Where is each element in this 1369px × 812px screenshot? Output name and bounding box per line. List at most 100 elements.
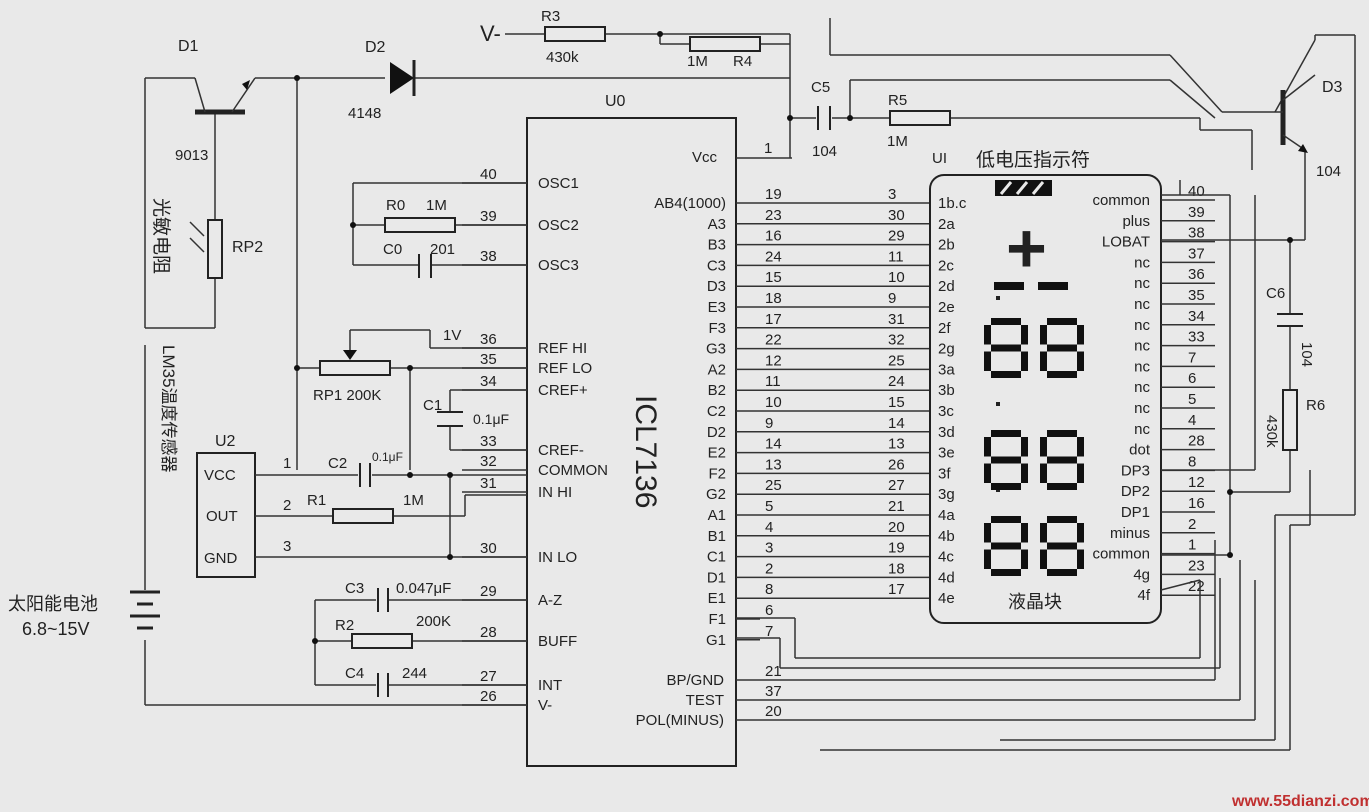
lcd-pin-num-37: 37 (1188, 245, 1205, 262)
battery-label: 太阳能电池 (8, 594, 98, 614)
ic-pin-ref-hi: REF HI (538, 340, 587, 357)
c1-ref: C1 (423, 397, 442, 414)
lcd-pin-3f: 3f (938, 465, 951, 482)
ic-pin-num-17: 17 (765, 311, 782, 328)
ic-vcc-label: Vcc (692, 149, 718, 166)
rp2-ref: RP2 (232, 239, 263, 256)
lcd-block-label: 液晶块 (1008, 592, 1062, 612)
ic-pin-num-3: 3 (765, 540, 773, 557)
lcd-pin-3d: 3d (938, 424, 955, 441)
lcd-body (929, 174, 1162, 624)
r5-resistor (889, 110, 951, 126)
lcd-pin-num-10: 10 (888, 269, 905, 286)
ic-pin-b2: B2 (708, 382, 726, 399)
c3-value: 0.047μF (396, 580, 451, 597)
lcd-ref: UI (932, 150, 947, 167)
c4-value: 244 (402, 665, 427, 682)
lcd-pin-3g: 3g (938, 486, 955, 503)
lcd-pin-num-1: 1 (1188, 537, 1196, 554)
ic-pin-num-16: 16 (765, 228, 782, 245)
r4-value: 1M (687, 53, 708, 70)
lcd-pin-3c: 3c (938, 403, 954, 420)
ic-pin-pol-minus-: POL(MINUS) (636, 712, 724, 729)
ic-pin-e3: E3 (708, 299, 726, 316)
u2-label: LM35温度传感器 (159, 345, 178, 473)
ic-pin-f1: F1 (708, 611, 726, 628)
u2-lm35: U2 VCC OUT GND 1 2 3 LM35温度传感器 (159, 345, 291, 578)
lcd-pin-2g: 2g (938, 341, 955, 358)
ic-pin-cref-: CREF+ (538, 382, 588, 399)
rp1-label: RP1 200K (313, 387, 381, 404)
lcd-pin-dot-28: dot (1129, 442, 1151, 459)
lcd-pin-num-15: 15 (888, 394, 905, 411)
lcd-pin-num-39: 39 (1188, 204, 1205, 221)
ic-pin-e2: E2 (708, 445, 726, 462)
u2-pin-gnd: GND (204, 550, 238, 567)
ic-pin-num-6: 6 (765, 602, 773, 619)
u2-pin-num-1: 1 (283, 455, 291, 472)
r0-value: 1M (426, 197, 447, 214)
ic-pin-osc1: OSC1 (538, 175, 579, 192)
ic-pin-num-8: 8 (765, 581, 773, 598)
c3-ref: C3 (345, 580, 364, 597)
lcd-pin-num-14: 14 (888, 415, 905, 432)
lcd-pin-num-7: 7 (1188, 349, 1196, 366)
d2-value: 4148 (348, 105, 381, 122)
lcd-pin-4d: 4d (938, 569, 955, 586)
ic-pin-d3: D3 (707, 278, 726, 295)
ic-pin-c3: C3 (707, 257, 726, 274)
lcd-pin-common-1: common (1092, 546, 1150, 563)
d2-diode-icon (390, 62, 414, 94)
c1-value: 0.1μF (473, 411, 509, 427)
lcd-plus-sign: + (1006, 209, 1047, 287)
ic-pin-a3: A3 (708, 216, 726, 233)
c6-ref: C6 (1266, 285, 1285, 302)
ic-pin-test: TEST (686, 692, 724, 709)
d2-ref: D2 (365, 39, 386, 56)
lcd-pin-num-31: 31 (888, 311, 905, 328)
lcd-pin-num-33: 33 (1188, 329, 1205, 346)
ic-pin-num-22: 22 (765, 332, 782, 349)
ic-pin-num-11: 11 (765, 373, 781, 390)
r1-ref: R1 (307, 492, 326, 509)
lcd-pin-num-21: 21 (888, 498, 905, 515)
ic-pin-num-40: 40 (480, 166, 497, 183)
c5-value: 104 (812, 143, 837, 160)
lcd-pin-2b: 2b (938, 237, 955, 254)
u2-pin-vcc: VCC (204, 467, 236, 484)
lcd-pin-num-19: 19 (888, 540, 905, 557)
rp2-photoresistor (207, 219, 223, 279)
lcd-pin-3b: 3b (938, 382, 955, 399)
ic-pin-num-10: 10 (765, 394, 782, 411)
lcd-pin-num-32: 32 (888, 332, 905, 349)
lcd-pin-num-5: 5 (1188, 391, 1196, 408)
r3-ref: R3 (541, 8, 560, 25)
ic-vcc-num: 1 (764, 140, 772, 157)
r3-value: 430k (546, 49, 579, 66)
ic-pin-num-7: 7 (765, 623, 773, 640)
lcd-pin-num-13: 13 (888, 436, 905, 453)
lcd-right-pins: common40plus39LOBAT38nc37nc36nc35nc34nc3… (1092, 183, 1215, 604)
lcd-pin-dp3-8: DP3 (1121, 462, 1150, 479)
r5-value: 1M (887, 133, 908, 150)
ic-pin-num-26: 26 (480, 688, 497, 705)
u2-ref: U2 (215, 433, 236, 450)
r0-ref: R0 (386, 197, 405, 214)
d3-ref: D3 (1322, 79, 1343, 96)
ic-name: ICL7136 (629, 395, 662, 508)
ic-pin-g1: G1 (706, 632, 726, 649)
ic-icl7136: U0 ICL7136 Vcc 1 40OSC139OSC238OSC336REF… (462, 93, 930, 767)
d1-ref: D1 (178, 38, 199, 55)
lcd-display: UI 低电压指示符 + 液晶块 31b.c302a292b112c102d92e… (888, 149, 1215, 624)
c0-ref: C0 (383, 241, 402, 258)
ic-pin-num-5: 5 (765, 498, 773, 515)
lcd-pin-nc-5: nc (1134, 400, 1150, 417)
r2-ref: R2 (335, 617, 354, 634)
lcd-pin-lobat-38: LOBAT (1102, 234, 1150, 251)
r5-ref: R5 (888, 92, 907, 109)
ic-pin-num-27: 27 (480, 668, 497, 685)
lcd-left-pins: 31b.c302a292b112c102d92e312f322g253a243b… (888, 186, 967, 607)
lcd-pin-num-38: 38 (1188, 225, 1205, 242)
ic-pin-osc2: OSC2 (538, 217, 579, 234)
